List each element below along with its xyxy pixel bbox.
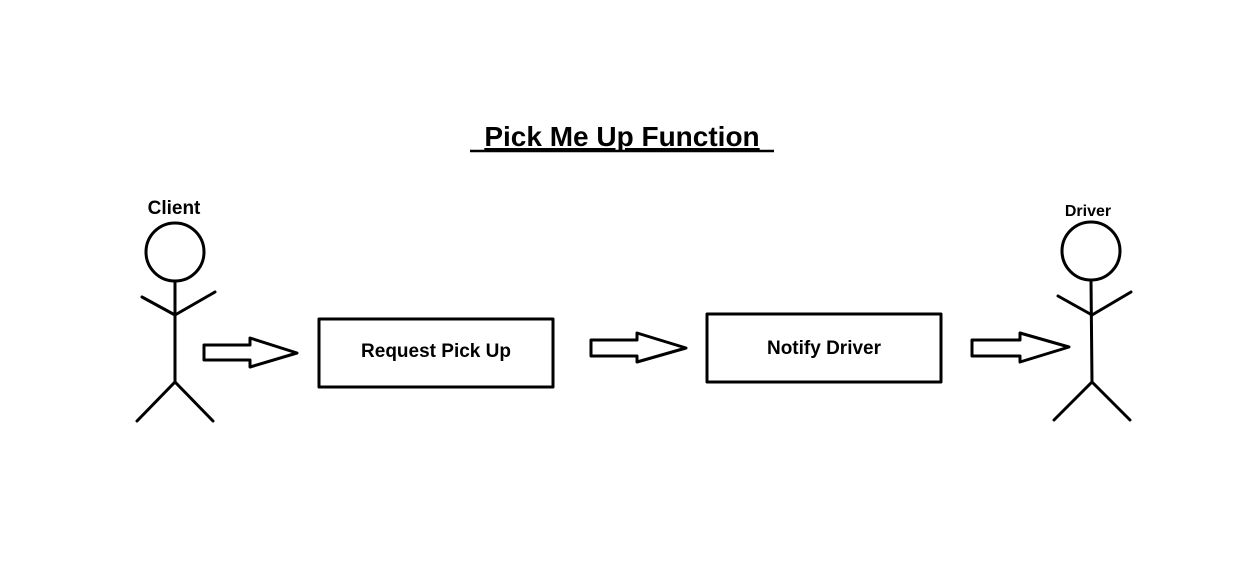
arrow-client-to-request-icon: [202, 336, 299, 369]
step-label: Request Pick Up: [361, 341, 511, 362]
step-box: [317, 317, 555, 389]
arrow-request-to-notify-icon: [589, 331, 688, 364]
step-notify-driver: Notify Driver: [705, 312, 943, 384]
client-stick-figure-icon: [135, 221, 217, 423]
step-request-pick-up: Request Pick Up: [317, 317, 555, 389]
step-box: [705, 312, 943, 384]
client-label: Client: [148, 198, 201, 219]
step-label: Notify Driver: [767, 338, 882, 359]
driver-stick-figure-icon: [1052, 220, 1133, 422]
diagram-title: Pick Me Up Function: [484, 121, 759, 152]
driver-actor: Driver: [1052, 203, 1133, 422]
driver-label: Driver: [1065, 203, 1111, 220]
client-actor: Client: [135, 198, 217, 423]
arrow-notify-to-driver-icon: [970, 331, 1071, 364]
